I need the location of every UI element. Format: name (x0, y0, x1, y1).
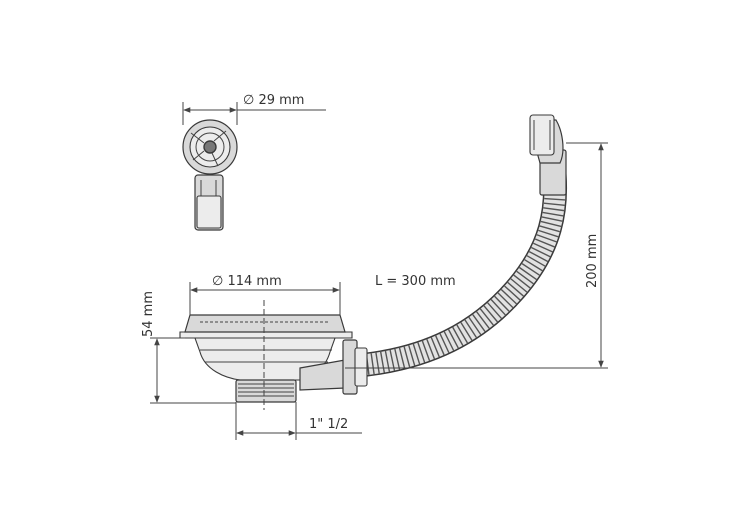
strainer-body (179, 300, 368, 410)
dimension-thread: 1" 1/2 (235, 402, 362, 440)
height-200-label: 200 mm (585, 234, 600, 288)
overflow-fitting (182, 119, 238, 231)
basket-diameter-label: ∅ 114 mm (212, 274, 282, 289)
overflow-diameter-label: ∅ 29 mm (243, 93, 304, 108)
dimension-54mm: 54 mm (141, 291, 236, 404)
hose-elbow (529, 114, 567, 196)
height-54-label: 54 mm (141, 291, 156, 337)
dimension-200mm: 200 mm (345, 142, 608, 369)
dimension-29mm: ∅ 29 mm (182, 93, 326, 125)
thread-label: 1" 1/2 (309, 417, 348, 432)
hose-length-label: L = 300 mm (375, 274, 456, 289)
dimension-114mm: ∅ 114 mm (189, 274, 341, 316)
flexible-hose (351, 158, 568, 378)
